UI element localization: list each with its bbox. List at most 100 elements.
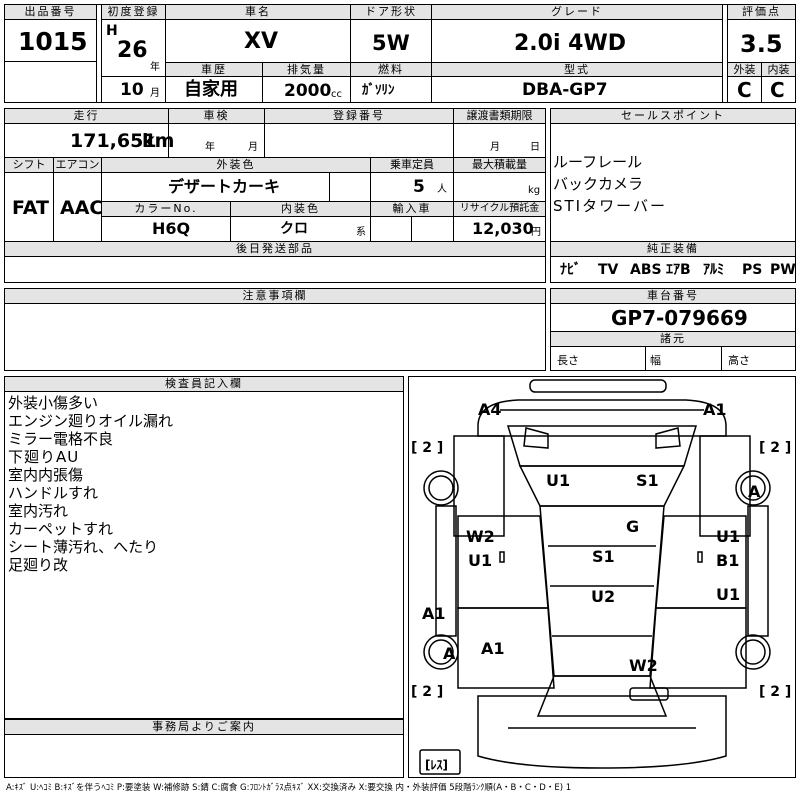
transfer-month-unit: 月 bbox=[490, 142, 500, 153]
equipment-item: PW bbox=[770, 262, 796, 278]
damage-code: U1 bbox=[546, 471, 571, 490]
load-unit: kg bbox=[528, 185, 541, 196]
mileage-label: 走行 bbox=[4, 108, 169, 124]
score-label: 評価点 bbox=[727, 4, 796, 20]
damage-code: W2 bbox=[629, 656, 658, 675]
damage-code: G bbox=[626, 517, 640, 536]
name-label: 車名 bbox=[165, 4, 351, 20]
import-box bbox=[370, 216, 412, 242]
equipment-item: ｱﾙﾐ bbox=[703, 262, 724, 278]
car-name: XV bbox=[244, 29, 278, 54]
capacity: 5 bbox=[413, 177, 425, 197]
damage-code: A bbox=[443, 644, 456, 663]
damage-code: A bbox=[748, 482, 761, 501]
tire-bracket: [ 2 ] bbox=[411, 684, 444, 700]
specs-label: 諸元 bbox=[550, 331, 796, 347]
ext-score-label: 外装 bbox=[727, 62, 762, 77]
reg-label: 初度登録 bbox=[101, 4, 166, 20]
intcolor-label: 内装色 bbox=[230, 201, 371, 217]
inspector-label: 検査員記入欄 bbox=[4, 376, 404, 392]
damage-code: U2 bbox=[591, 587, 616, 606]
capacity-unit: 人 bbox=[437, 184, 447, 195]
regno-box bbox=[264, 123, 454, 158]
intcolor: クロ bbox=[280, 221, 308, 237]
tire-bracket: [ 2 ] bbox=[759, 440, 792, 456]
score: 3.5 bbox=[740, 30, 783, 58]
later-parts-box bbox=[4, 256, 546, 283]
width-label: 幅 bbox=[650, 354, 661, 367]
diagram-box bbox=[408, 376, 796, 778]
notes-label: 注意事項欄 bbox=[4, 288, 546, 304]
ac-label: エアコン bbox=[53, 157, 102, 173]
equipment-item: TV bbox=[598, 262, 619, 278]
color-extra-box bbox=[329, 172, 371, 202]
displacement: 2000 bbox=[284, 81, 332, 101]
int-score-box bbox=[761, 76, 796, 103]
spare-tire-label: [ﾚｽ] bbox=[425, 758, 448, 772]
transfer-label: 譲渡書類期限 bbox=[453, 108, 546, 124]
inspector-line: 室内汚れ bbox=[8, 502, 69, 520]
equipment-item: ｴｱB bbox=[666, 262, 691, 278]
model: DBA-GP7 bbox=[522, 80, 608, 100]
insp-year-unit: 年 bbox=[205, 142, 215, 153]
damage-code: U1 bbox=[716, 527, 741, 546]
capacity-label: 乗車定員 bbox=[370, 157, 454, 173]
shift: FAT bbox=[12, 197, 49, 219]
inspector-line: ハンドルすれ bbox=[8, 484, 99, 502]
damage-code: A4 bbox=[478, 400, 502, 419]
inspector-line: ミラー電格不良 bbox=[8, 430, 114, 448]
height-label: 高さ bbox=[728, 354, 750, 367]
legend: A:ｷｽﾞ U:ﾍｺﾐ B:ｷｽﾞを伴うﾍｺﾐ P:要塗装 W:補修跡 S:錆 … bbox=[6, 783, 572, 793]
displacement-label: 排気量 bbox=[262, 62, 351, 77]
notes-box bbox=[4, 303, 546, 371]
history-label: 車歴 bbox=[165, 62, 263, 77]
reg-year: 26 bbox=[117, 38, 148, 63]
history: 自家用 bbox=[184, 79, 238, 100]
shift-label: シフト bbox=[4, 157, 54, 173]
damage-code: S1 bbox=[592, 547, 615, 566]
int-score: C bbox=[770, 78, 785, 102]
equipment-item: ABS bbox=[630, 262, 662, 278]
inspector-line: エンジン廻りオイル漏れ bbox=[8, 412, 174, 430]
sales-point: ルーフレール bbox=[553, 153, 643, 171]
inspector-line: 下廻りAU bbox=[8, 448, 80, 466]
lot-empty-box bbox=[4, 61, 97, 103]
displacement-unit: cc bbox=[331, 89, 342, 100]
color-label: 外装色 bbox=[101, 157, 371, 173]
sales-point: STIタワーバー bbox=[553, 197, 667, 215]
damage-code: S1 bbox=[636, 471, 659, 490]
later-parts-label: 後日発送部品 bbox=[4, 241, 546, 257]
damage-code: A1 bbox=[703, 400, 727, 419]
office-label: 事務局よりご案内 bbox=[4, 719, 404, 735]
model-box bbox=[431, 76, 723, 103]
mileage-unit: km bbox=[142, 130, 175, 152]
fuel: ｶﾞｿﾘﾝ bbox=[362, 83, 395, 98]
import-box-2 bbox=[411, 216, 454, 242]
inspector-line: 外装小傷多い bbox=[8, 394, 99, 412]
ext-score: C bbox=[737, 78, 752, 102]
tire-bracket: [ 2 ] bbox=[759, 684, 792, 700]
inspection-label: 車検 bbox=[168, 108, 265, 124]
recycle-label: リサイクル預託金 bbox=[453, 201, 546, 217]
regno-label: 登録番号 bbox=[264, 108, 454, 124]
sales-label: セールスポイント bbox=[550, 108, 796, 124]
inspector-box bbox=[4, 391, 404, 719]
int-score-label: 内装 bbox=[761, 62, 796, 77]
recycle-unit: 円 bbox=[531, 227, 541, 238]
equipment-label: 純正装備 bbox=[550, 241, 796, 257]
door-label: ドア形状 bbox=[350, 4, 432, 20]
era: H bbox=[106, 23, 118, 39]
equipment-item: PS bbox=[742, 262, 763, 278]
chassis-label: 車台番号 bbox=[550, 288, 796, 304]
mileage: 171,651 bbox=[70, 130, 157, 152]
reg-month: 10 bbox=[120, 80, 144, 100]
colorno-label: カラーNo. bbox=[101, 201, 231, 217]
grade-label: グレード bbox=[431, 4, 723, 20]
year-unit: 年 bbox=[150, 62, 160, 73]
damage-code: A1 bbox=[422, 604, 446, 623]
equipment-box bbox=[550, 256, 796, 283]
grade: 2.0i 4WD bbox=[514, 31, 627, 56]
fuel-label: 燃料 bbox=[350, 62, 432, 77]
damage-code: W2 bbox=[466, 527, 495, 546]
month-unit: 月 bbox=[150, 88, 160, 99]
